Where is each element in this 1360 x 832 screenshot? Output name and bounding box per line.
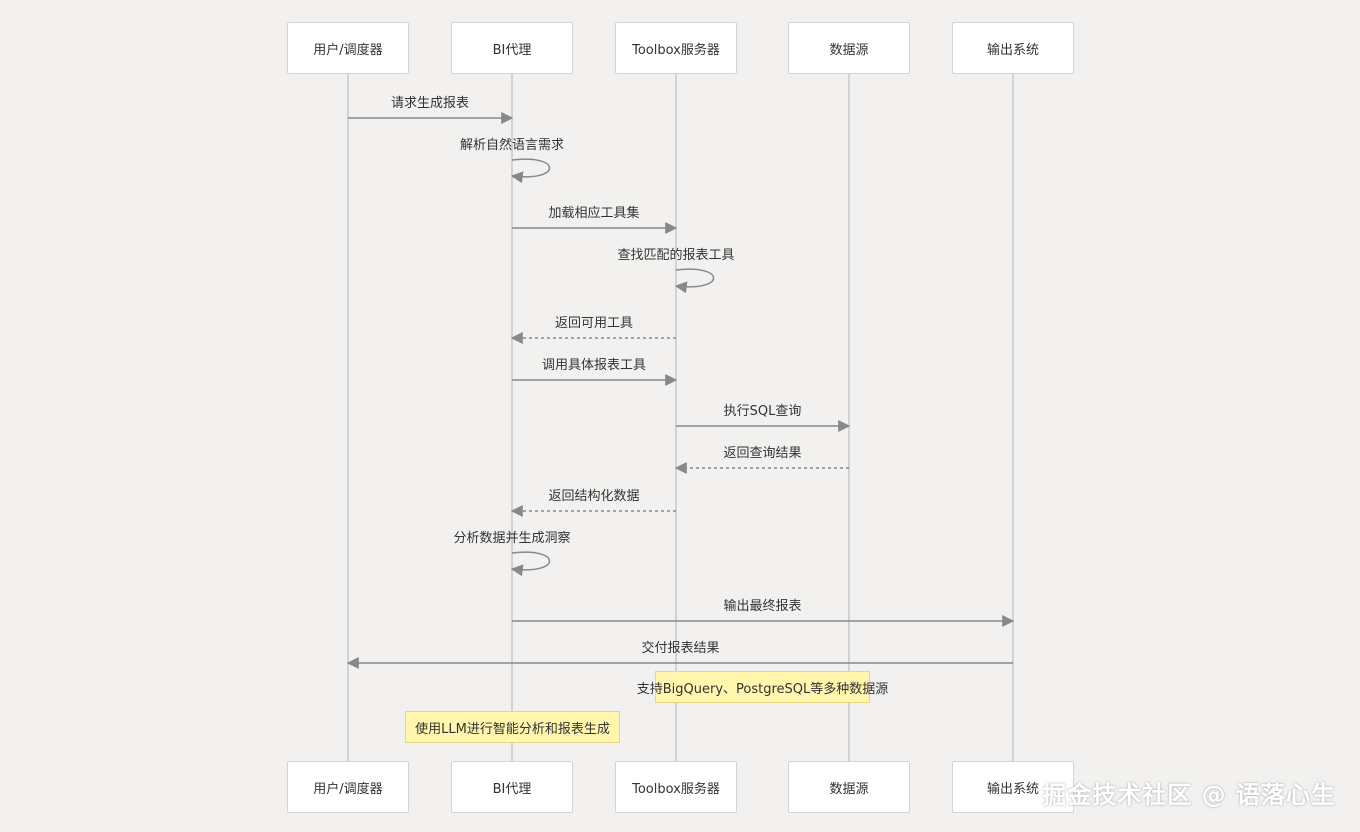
message-label-3: 查找匹配的报表工具 (617, 248, 735, 263)
message-label-6: 执行SQL查询 (723, 404, 802, 419)
message-label-10: 输出最终报表 (723, 599, 802, 614)
note-toolbox: 支持BigQuery、PostgreSQL等多种数据源 (637, 671, 888, 703)
message-label-4: 返回可用工具 (554, 316, 634, 331)
participant-toolbox-top: Toolbox服务器 (615, 22, 737, 74)
message-label-7: 返回查询结果 (723, 446, 802, 461)
message-label-0: 请求生成报表 (390, 96, 470, 111)
participant-toolbox-bottom: Toolbox服务器 (615, 761, 737, 813)
participant-datasource-bottom: 数据源 (788, 761, 910, 813)
participant-bi-bottom: BI代理 (451, 761, 573, 813)
participant-datasource-top: 数据源 (788, 22, 910, 74)
message-label-11: 交付报表结果 (641, 641, 720, 656)
message-label-9: 分析数据并生成洞察 (453, 531, 571, 546)
participant-output-bottom: 输出系统 (952, 761, 1074, 813)
message-label-2: 加载相应工具集 (548, 206, 640, 221)
message-label-1: 解析自然语言需求 (459, 138, 565, 153)
message-arrow-3 (674, 268, 715, 294)
participant-bi-top: BI代理 (451, 22, 573, 74)
watermark-text: 掘金技术社区 @ 语落心生 (1042, 781, 1336, 809)
participant-output-top: 输出系统 (952, 22, 1074, 74)
participant-user-bottom: 用户/调度器 (287, 761, 409, 813)
message-arrow-1 (510, 158, 551, 184)
message-label-5: 调用具体报表工具 (541, 358, 647, 373)
message-arrow-9 (510, 551, 551, 577)
note-bi: 使用LLM进行智能分析和报表生成 (405, 711, 620, 743)
participant-user-top: 用户/调度器 (287, 22, 409, 74)
message-label-8: 返回结构化数据 (548, 489, 640, 504)
